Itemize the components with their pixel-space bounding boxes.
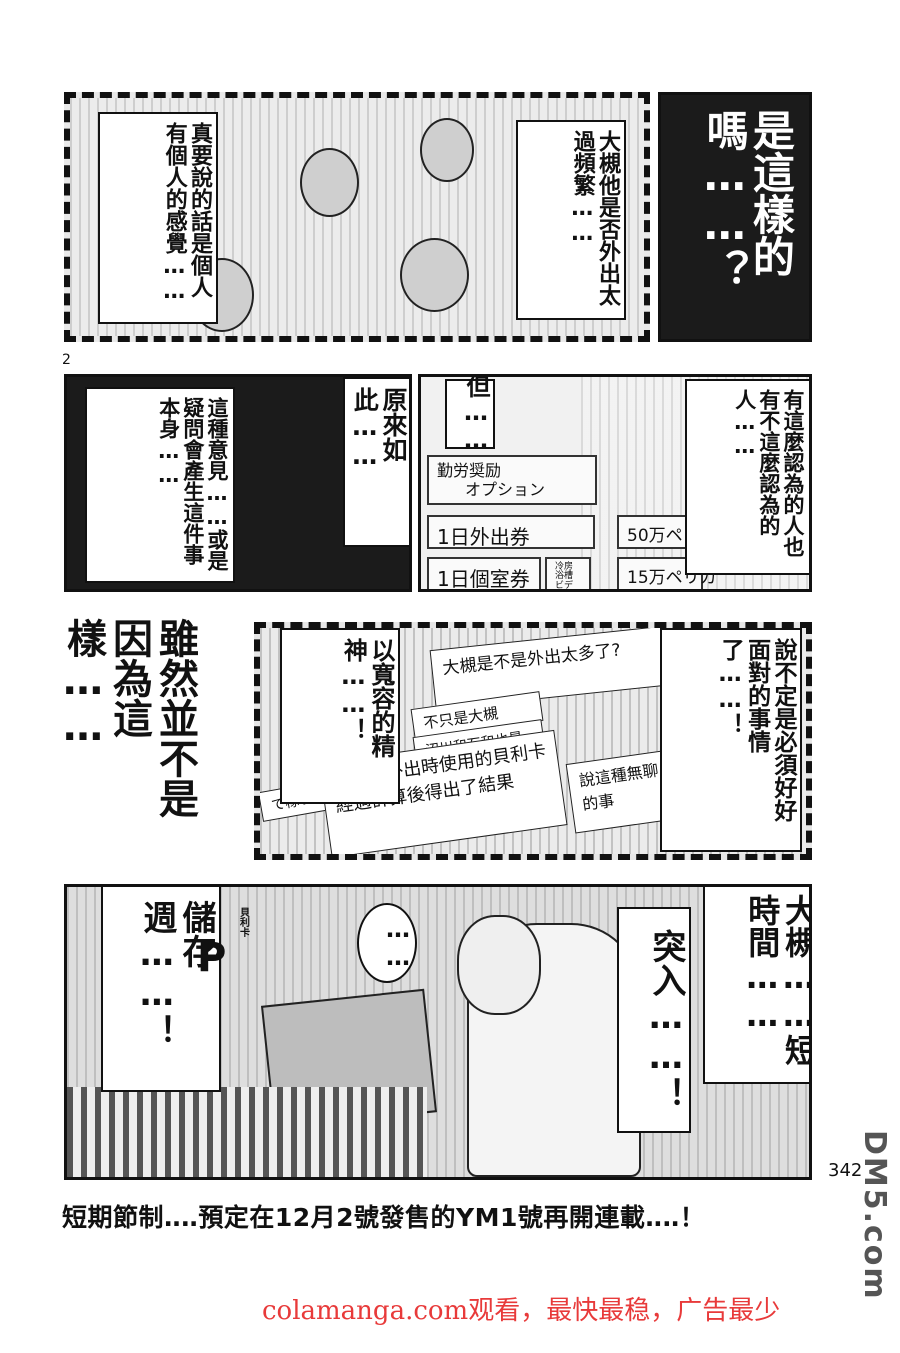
caption-not-because-text: 雖然並不是因為這樣……	[60, 618, 198, 818]
sign-subtitle-text: オプション	[465, 480, 546, 500]
bubble-personal-feeling-text: 真要說的話是個人有個人的感覺……	[161, 122, 212, 304]
panel-3-opinion: 這種意見……或是疑問會產生這件事本身…… 原來如此……	[64, 374, 412, 592]
ticket-room-tags: 冷房 浴槽 ビデオ	[545, 557, 591, 591]
caption-not-because: 雖然並不是因為這樣……	[60, 618, 198, 838]
bubble-must-face-text: 說不定是必須好好面對的事情了……！	[717, 638, 796, 822]
caption-p-save: 儲存週……！	[101, 887, 221, 1092]
bubble-tolerance: 以寬容的精神……！	[280, 628, 400, 804]
caption-p-ruby: 貝利卡	[237, 907, 249, 937]
ticket-outing-row: 1日外出券	[427, 515, 595, 549]
bubble-this-opinion-text: 這種意見……或是疑問會產生這件事本身……	[156, 397, 229, 571]
panel-1-crowd: 真要說的話是個人有個人的感覺…… 大槻他是否外出太過頻繁……	[64, 92, 650, 342]
panel-5-otsuki: 儲存週……！ P 貝利卡 …… 突入……！ 大槻……短時間……	[64, 884, 812, 1180]
bubble-tolerance-text: 以寬容的精神……！	[339, 638, 395, 758]
bubble-but-text: 但……	[462, 374, 490, 454]
bubble-but: 但……	[445, 377, 495, 454]
bubble-this-opinion: 這種意見……或是疑問會產生這件事本身……	[85, 387, 235, 583]
note-boring-thing-text: 說這種無聊的事	[577, 760, 660, 815]
bookshelf	[67, 1087, 427, 1177]
caption-otsuki-short-time-text: 大槻……短時間……	[743, 894, 812, 1066]
otsuki-head	[457, 915, 541, 1015]
caption-is-it-so-text: 是這樣的嗎……？	[700, 109, 796, 291]
page-marker: 2	[62, 352, 71, 368]
bubble-silence: ……	[357, 903, 417, 983]
caption-enter: 突入……！	[617, 907, 691, 1133]
ticket-outing-label: 1日外出券	[437, 525, 530, 549]
caption-is-it-so: 是這樣的嗎……？	[700, 109, 796, 335]
bubble-silence-text: ……	[384, 915, 412, 971]
cheering-figure-3	[420, 118, 474, 182]
bubble-personal-feeling: 真要說的話是個人有個人的感覺……	[98, 112, 218, 324]
page-number: 342	[828, 1160, 863, 1181]
dm5-logo: DM5.com	[857, 1130, 892, 1301]
bubble-too-frequent: 大槻他是否外出太過頻繁……	[516, 120, 626, 320]
bubble-some-think: 有這麼認為的人也有不這麼認為的人……	[685, 379, 809, 575]
bubble-must-face: 說不定是必須好好面對的事情了……！	[660, 628, 802, 852]
ticket-room-row: 1日個室券	[427, 557, 541, 591]
sign-title-plate: 勤労奨励 オプション	[427, 455, 597, 505]
serialization-notice: 短期節制‥‥預定在12月2號發售的YM1號再開連載‥‥！	[62, 1203, 706, 1232]
cheering-figure-2	[300, 148, 359, 217]
bubble-too-frequent-text: 大槻他是否外出太過頻繁……	[569, 130, 620, 306]
caption-enter-text: 突入……！	[646, 929, 686, 1111]
note-too-many-outings-text: 大槻是不是外出太多了?	[441, 640, 622, 679]
bubble-i-see-text: 原來如此……	[350, 387, 408, 470]
caption-otsuki-short-time: 大槻……短時間……	[703, 887, 812, 1084]
caption-p-save-text: 儲存週……！	[136, 900, 216, 1048]
bubble-i-see: 原來如此……	[343, 377, 409, 547]
ticket-room-label: 1日個室券	[437, 567, 530, 591]
site-watermark[interactable]: colamanga.com观看，最快最稳，广告最少	[262, 1296, 781, 1326]
bubble-some-think-text: 有這麼認為的人也有不這麼認為的人……	[732, 389, 805, 557]
panel-2-sign: 勤労奨励 オプション 1日外出券 50万ペリカ 1日個室券 冷房 浴槽 ビデオ …	[418, 374, 812, 592]
ticket-room-tags-text: 冷房 浴槽 ビデオ	[555, 562, 574, 591]
panel-4-notes: 大槻是不是外出太多了? 不只是大槻 沼川和石和也是 で稼い 大槻在外出時使用的貝…	[254, 622, 812, 860]
caption-p-letter: P	[197, 935, 227, 981]
cheering-figure-4	[400, 238, 469, 312]
sign-title-text: 勤労奨励	[437, 461, 502, 480]
panel-1-caption-box: 是這樣的嗎……？	[658, 92, 812, 342]
